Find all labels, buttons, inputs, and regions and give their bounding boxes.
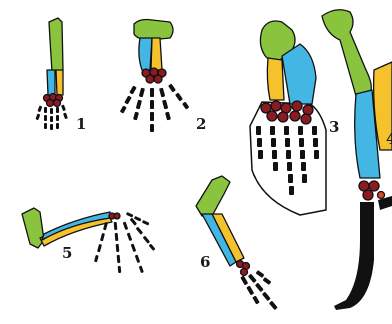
limb-2 <box>120 20 190 133</box>
limb-2-carpals <box>142 68 166 83</box>
limb-1 <box>35 18 67 130</box>
limb-1-radius <box>56 70 63 95</box>
limb-5-carpals <box>109 213 120 219</box>
limb-2-digits <box>120 84 190 132</box>
limb-1-carpals <box>44 94 63 107</box>
label-5: 5 <box>62 246 72 261</box>
label-2: 2 <box>196 117 206 132</box>
limb-3-radius <box>267 58 284 100</box>
limb-6-humerus <box>196 176 230 216</box>
limb-6 <box>196 176 278 310</box>
limb-2-humerus <box>134 20 173 41</box>
limb-5 <box>22 208 155 273</box>
limb-4-digits <box>334 202 374 310</box>
limb-1-digits <box>35 104 67 130</box>
limb-4-carpals <box>359 181 385 200</box>
label-6: 6 <box>200 255 210 270</box>
limb-2-ulna <box>139 38 152 70</box>
limb-4 <box>322 10 392 310</box>
limb-5-humerus <box>22 208 44 248</box>
limb-3 <box>250 21 326 215</box>
limb-2-radius <box>151 38 162 70</box>
limb-1-ulna <box>47 70 55 95</box>
label-1: 1 <box>76 117 86 132</box>
label-4: 4 <box>386 132 392 147</box>
limb-6-digits <box>240 270 277 310</box>
limb-4-humerus <box>322 10 371 96</box>
limb-3-ulna <box>282 44 316 104</box>
label-3: 3 <box>329 120 339 135</box>
limb-6-carpals <box>237 261 250 276</box>
limb-1-humerus <box>49 18 63 72</box>
